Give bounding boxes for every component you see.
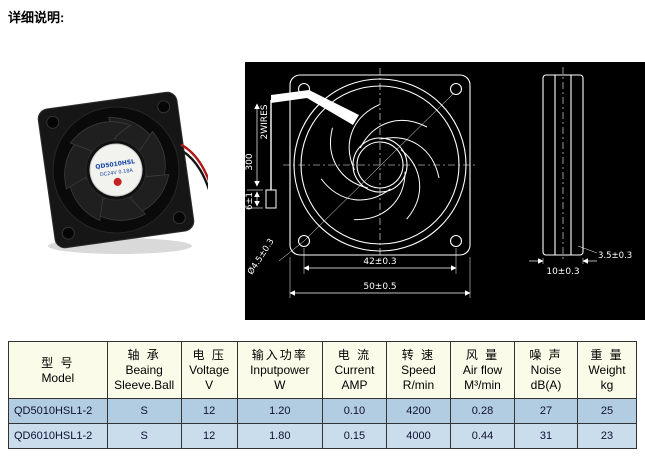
- wire-assembly: [247, 90, 359, 209]
- col-inputpower-zh: 输入功率: [251, 348, 308, 362]
- col-speed: 转 速 Speed R/min: [385, 341, 451, 399]
- col-current: 电 流 Current AMP: [321, 341, 387, 399]
- header-row: 型 号 Model 轴 承 Beaing Sleeve.Ball 电 压 Vol…: [8, 341, 637, 399]
- label-wire-length: 300: [245, 153, 255, 170]
- cell-model: QD5010HSL1-2: [8, 398, 108, 424]
- col-speed-zh: 转 速: [401, 348, 436, 362]
- col-speed-unit: R/min: [402, 378, 435, 392]
- cell-voltage: 12: [180, 398, 238, 424]
- col-bearing-unit: Sleeve.Ball: [114, 378, 175, 392]
- side-view: [542, 74, 584, 256]
- cell-voltage: 12: [180, 423, 238, 449]
- spec-table: 型 号 Model 轴 承 Beaing Sleeve.Ball 电 压 Vol…: [8, 341, 637, 449]
- col-inputpower: 输入功率 Inputpower W: [236, 341, 323, 399]
- col-speed-en: Speed: [401, 363, 436, 377]
- label-thickness: 10±0.3: [546, 267, 579, 277]
- col-bearing-zh: 轴 承: [127, 348, 161, 362]
- col-weight-unit: kg: [600, 378, 614, 392]
- cell-airflow: 0.44: [449, 423, 516, 449]
- col-voltage-zh: 电 压: [192, 348, 226, 362]
- col-airflow-unit: M³/min: [464, 378, 501, 392]
- diagonal-line: [303, 93, 454, 242]
- fan-blades: [320, 104, 440, 221]
- table-row: QD6010HSL1-2 S 12 1.80 0.15 4000 0.44 31…: [8, 423, 637, 449]
- dimension-lines: [254, 103, 598, 298]
- col-current-zh: 电 流: [337, 348, 372, 362]
- col-model-en: Model: [41, 370, 75, 385]
- col-airflow: 风 量 Air flow M³/min: [449, 341, 516, 399]
- col-bearing: 轴 承 Beaing Sleeve.Ball: [106, 341, 182, 399]
- label-flange: 3.5±0.3: [598, 251, 632, 261]
- col-noise: 噪 声 Noise dB(A): [514, 341, 578, 399]
- col-current-en: Current: [334, 363, 375, 377]
- label-wires: 2WIRES: [260, 104, 270, 139]
- cell-bearing: S: [106, 423, 182, 449]
- cell-inputpower: 1.20: [236, 398, 323, 424]
- col-voltage-unit: V: [205, 378, 214, 392]
- page-title: 详细说明:: [8, 10, 65, 25]
- technical-drawing: 2WIRES 300 6±1 Ø4.5±0.3 42±0.3 50±0.5 10…: [245, 62, 645, 320]
- label-hole-dia: Ø4.5±0.3: [245, 237, 276, 277]
- cell-weight: 25: [577, 398, 637, 424]
- table-row: QD5010HSL1-2 S 12 1.20 0.10 4200 0.28 27…: [8, 398, 637, 424]
- col-noise-unit: dB(A): [530, 378, 562, 392]
- cell-airflow: 0.28: [449, 398, 516, 424]
- col-weight-zh: 重 量: [590, 348, 624, 362]
- cell-speed: 4000: [385, 423, 451, 449]
- cell-speed: 4200: [385, 398, 451, 424]
- photo-label-rating: DC24V 0.18A: [100, 168, 134, 179]
- cell-noise: 31: [514, 423, 578, 449]
- col-voltage-en: Voltage: [189, 363, 230, 377]
- label-hole-pitch: 42±0.3: [363, 257, 396, 267]
- col-current-unit: AMP: [341, 378, 368, 392]
- label-frame: 50±0.5: [363, 282, 396, 292]
- cell-current: 0.15: [321, 423, 387, 449]
- cell-current: 0.10: [321, 398, 387, 424]
- col-noise-zh: 噪 声: [529, 348, 563, 362]
- cell-bearing: S: [106, 398, 182, 424]
- col-voltage: 电 压 Voltage V: [180, 341, 238, 399]
- col-inputpower-en: Inputpower: [250, 363, 310, 377]
- fan-photo-illustration: QD5010HSL DC24V 0.18A: [37, 91, 216, 254]
- col-noise-en: Noise: [530, 363, 562, 377]
- col-model-zh: 型 号: [41, 355, 75, 370]
- cell-weight: 23: [577, 423, 637, 449]
- col-airflow-en: Air flow: [462, 363, 503, 377]
- cell-noise: 27: [514, 398, 578, 424]
- cell-model: QD6010HSL1-2: [8, 423, 108, 449]
- cell-inputpower: 1.80: [236, 423, 323, 449]
- label-connector: 6±1: [245, 192, 255, 210]
- product-photo: QD5010HSL DC24V 0.18A: [24, 82, 216, 262]
- col-model: 型 号 Model: [8, 341, 108, 399]
- col-weight-en: Weight: [588, 363, 626, 377]
- center-lines: [283, 67, 564, 262]
- col-bearing-en: Beaing: [125, 363, 163, 377]
- col-airflow-zh: 风 量: [465, 348, 500, 362]
- col-inputpower-unit: W: [274, 378, 286, 392]
- col-weight: 重 量 Weight kg: [577, 341, 637, 399]
- fan-dimension-drawing: 2WIRES 300 6±1 Ø4.5±0.3 42±0.3 50±0.5 10…: [245, 67, 632, 298]
